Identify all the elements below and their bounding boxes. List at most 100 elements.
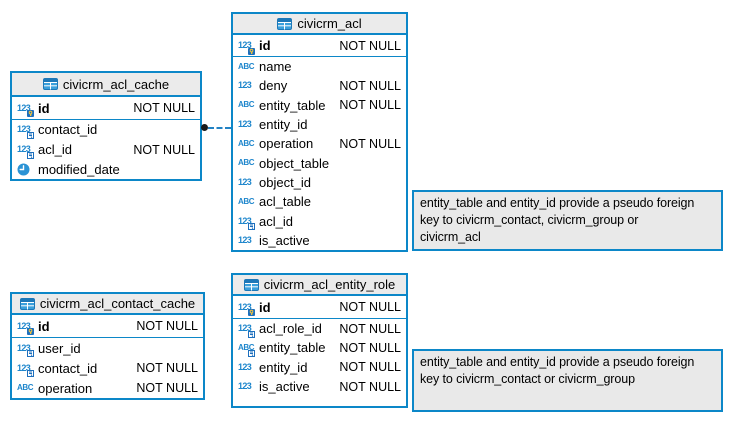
column-type-icon: ABC bbox=[238, 341, 255, 357]
column-name: contact_id bbox=[38, 122, 98, 138]
column-type-icon: 123 bbox=[17, 341, 34, 357]
number-type-icon: 123 bbox=[238, 361, 252, 372]
column-type-icon: 123 bbox=[17, 123, 34, 139]
table-icon bbox=[243, 278, 259, 291]
number-type-icon: 123 bbox=[238, 234, 252, 245]
index-icon bbox=[248, 223, 255, 231]
column-type-icon: ABC bbox=[238, 137, 255, 151]
column-name: name bbox=[259, 59, 292, 75]
column-row[interactable]: ABC operation NOT NULL bbox=[12, 378, 203, 398]
column-name: deny bbox=[259, 78, 288, 94]
column-type-icon: 123 bbox=[238, 360, 255, 374]
table-title: civicrm_acl_entity_role bbox=[263, 277, 396, 292]
number-type-icon: 123 bbox=[17, 362, 31, 373]
column-name: id bbox=[38, 100, 50, 116]
column-row[interactable]: 123 entity_id bbox=[233, 115, 406, 134]
table-title: civicrm_acl_cache bbox=[62, 76, 170, 92]
column-name: user_id bbox=[38, 340, 81, 356]
not-null-label: NOT NULL bbox=[133, 142, 195, 157]
table-icon bbox=[19, 297, 35, 310]
table-header[interactable]: civicrm_acl_contact_cache bbox=[12, 294, 203, 315]
not-null-label: NOT NULL bbox=[136, 381, 198, 395]
column-row[interactable]: ABC name bbox=[233, 57, 406, 76]
column-name: id bbox=[259, 38, 271, 53]
column-type-icon: 123 bbox=[238, 214, 255, 231]
column-type-icon: 123 bbox=[17, 361, 34, 377]
not-null-label: NOT NULL bbox=[136, 319, 198, 333]
column-name: id bbox=[38, 318, 50, 334]
number-type-icon: 123 bbox=[17, 102, 31, 113]
table-header[interactable]: civicrm_acl bbox=[233, 14, 406, 35]
primary-key-icon bbox=[248, 47, 255, 55]
column-name: operation bbox=[38, 380, 93, 396]
number-type-icon: 123 bbox=[238, 119, 252, 130]
column-type-icon: ABC bbox=[238, 98, 255, 112]
primary-key-icon bbox=[248, 309, 255, 316]
index-icon bbox=[248, 349, 255, 357]
column-row[interactable]: ABC acl_table bbox=[233, 192, 406, 211]
column-name: entity_table bbox=[259, 340, 326, 356]
text-type-icon: ABC bbox=[238, 342, 255, 352]
datetime-type-icon bbox=[17, 163, 30, 176]
column-name: entity_id bbox=[259, 359, 308, 375]
not-null-label: NOT NULL bbox=[339, 379, 401, 394]
number-type-icon: 123 bbox=[238, 80, 252, 91]
column-name: acl_id bbox=[38, 142, 72, 158]
column-type-icon: 123 bbox=[17, 143, 34, 159]
column-type-icon: ABC bbox=[17, 381, 34, 395]
column-name: id bbox=[259, 299, 271, 315]
column-type-icon: 123 bbox=[238, 380, 255, 394]
column-type-icon: 123 bbox=[238, 118, 255, 132]
column-type-icon: ABC bbox=[238, 195, 255, 209]
text-type-icon: ABC bbox=[17, 383, 34, 392]
column-type-icon: ABC bbox=[238, 60, 255, 74]
table-title: civicrm_acl bbox=[297, 16, 362, 31]
column-type-icon: 123 bbox=[238, 39, 255, 55]
column-type-icon: 123 bbox=[17, 101, 34, 117]
column-name: acl_role_id bbox=[259, 321, 322, 337]
table-title: civicrm_acl_contact_cache bbox=[39, 296, 196, 311]
note-box[interactable]: entity_table and entity_id provide a pse… bbox=[412, 349, 723, 412]
column-name: acl_table bbox=[259, 194, 312, 210]
number-type-icon: 123 bbox=[238, 176, 252, 187]
column-type-icon: 123 bbox=[238, 233, 255, 247]
table-header[interactable]: civicrm_acl_cache bbox=[12, 73, 200, 97]
table-header[interactable]: civicrm_acl_entity_role bbox=[233, 275, 406, 296]
column-name: object_id bbox=[259, 174, 312, 190]
text-type-icon: ABC bbox=[238, 100, 255, 110]
column-type-icon: 123 bbox=[238, 175, 255, 189]
table-icon bbox=[42, 78, 58, 90]
not-null-label: NOT NULL bbox=[133, 101, 195, 115]
column-row[interactable]: 123 object_id bbox=[233, 173, 406, 192]
column-row[interactable]: modified_date bbox=[12, 159, 200, 179]
primary-key-row[interactable]: 123 id NOT NULL bbox=[12, 97, 200, 120]
column-name: entity_id bbox=[259, 117, 308, 133]
number-type-icon: 123 bbox=[238, 301, 252, 312]
table-icon bbox=[277, 17, 293, 30]
text-type-icon: ABC bbox=[238, 61, 255, 71]
text-type-icon: ABC bbox=[238, 196, 255, 206]
note-box[interactable]: entity_table and entity_id provide a pse… bbox=[412, 190, 723, 251]
